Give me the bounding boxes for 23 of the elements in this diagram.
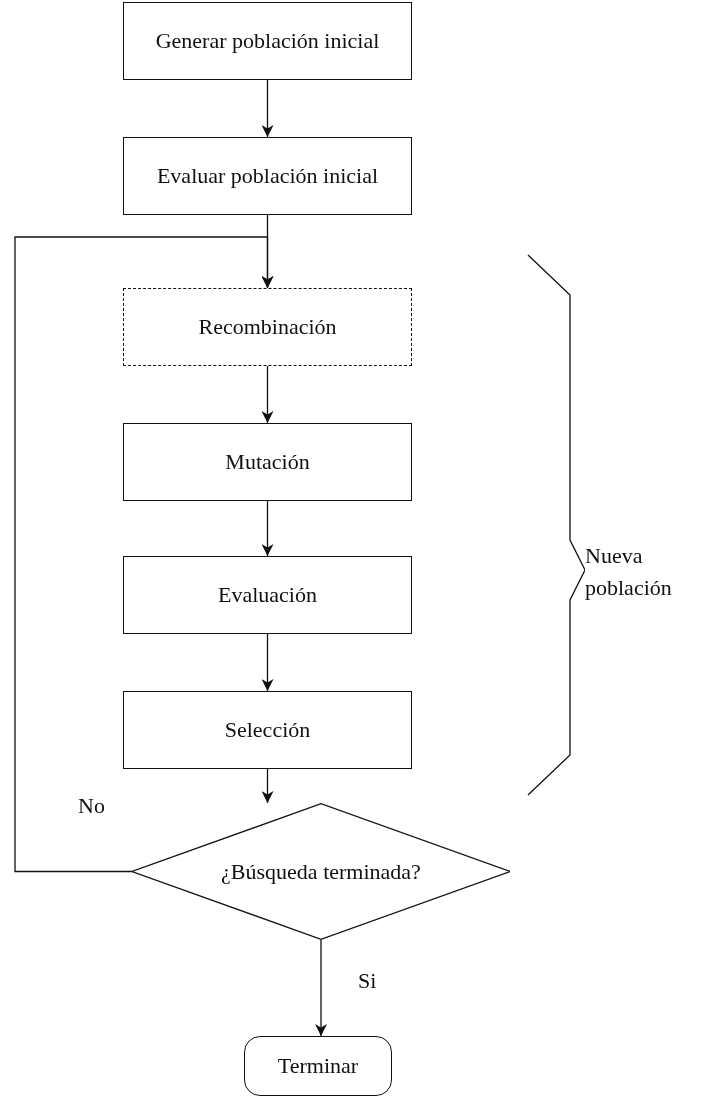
optional-process-box (123, 288, 412, 366)
decision-diamond (132, 803, 510, 940)
process-box (123, 691, 412, 769)
process-box (123, 556, 412, 634)
arrow (261, 633, 274, 692)
terminal-box (244, 1036, 392, 1096)
arrow (14, 236, 274, 873)
process-box (123, 423, 412, 501)
node-label: ¿Búsqueda terminada? (221, 858, 421, 885)
node-label: Selección (224, 717, 311, 743)
node-label: Recombinación (198, 314, 337, 340)
arrow (315, 939, 327, 1037)
arrow (261, 500, 274, 557)
node-label: Terminar (277, 1053, 359, 1079)
arrow (261, 79, 274, 138)
arrow (261, 768, 274, 804)
node-label: Evaluación (218, 582, 317, 608)
process-box (123, 137, 412, 215)
node-label: Generar población inicial (155, 28, 380, 54)
node-label: Evaluar población inicial (156, 163, 379, 189)
node-label: Mutación (225, 449, 310, 475)
arrow (261, 365, 274, 424)
process-box (123, 2, 412, 80)
